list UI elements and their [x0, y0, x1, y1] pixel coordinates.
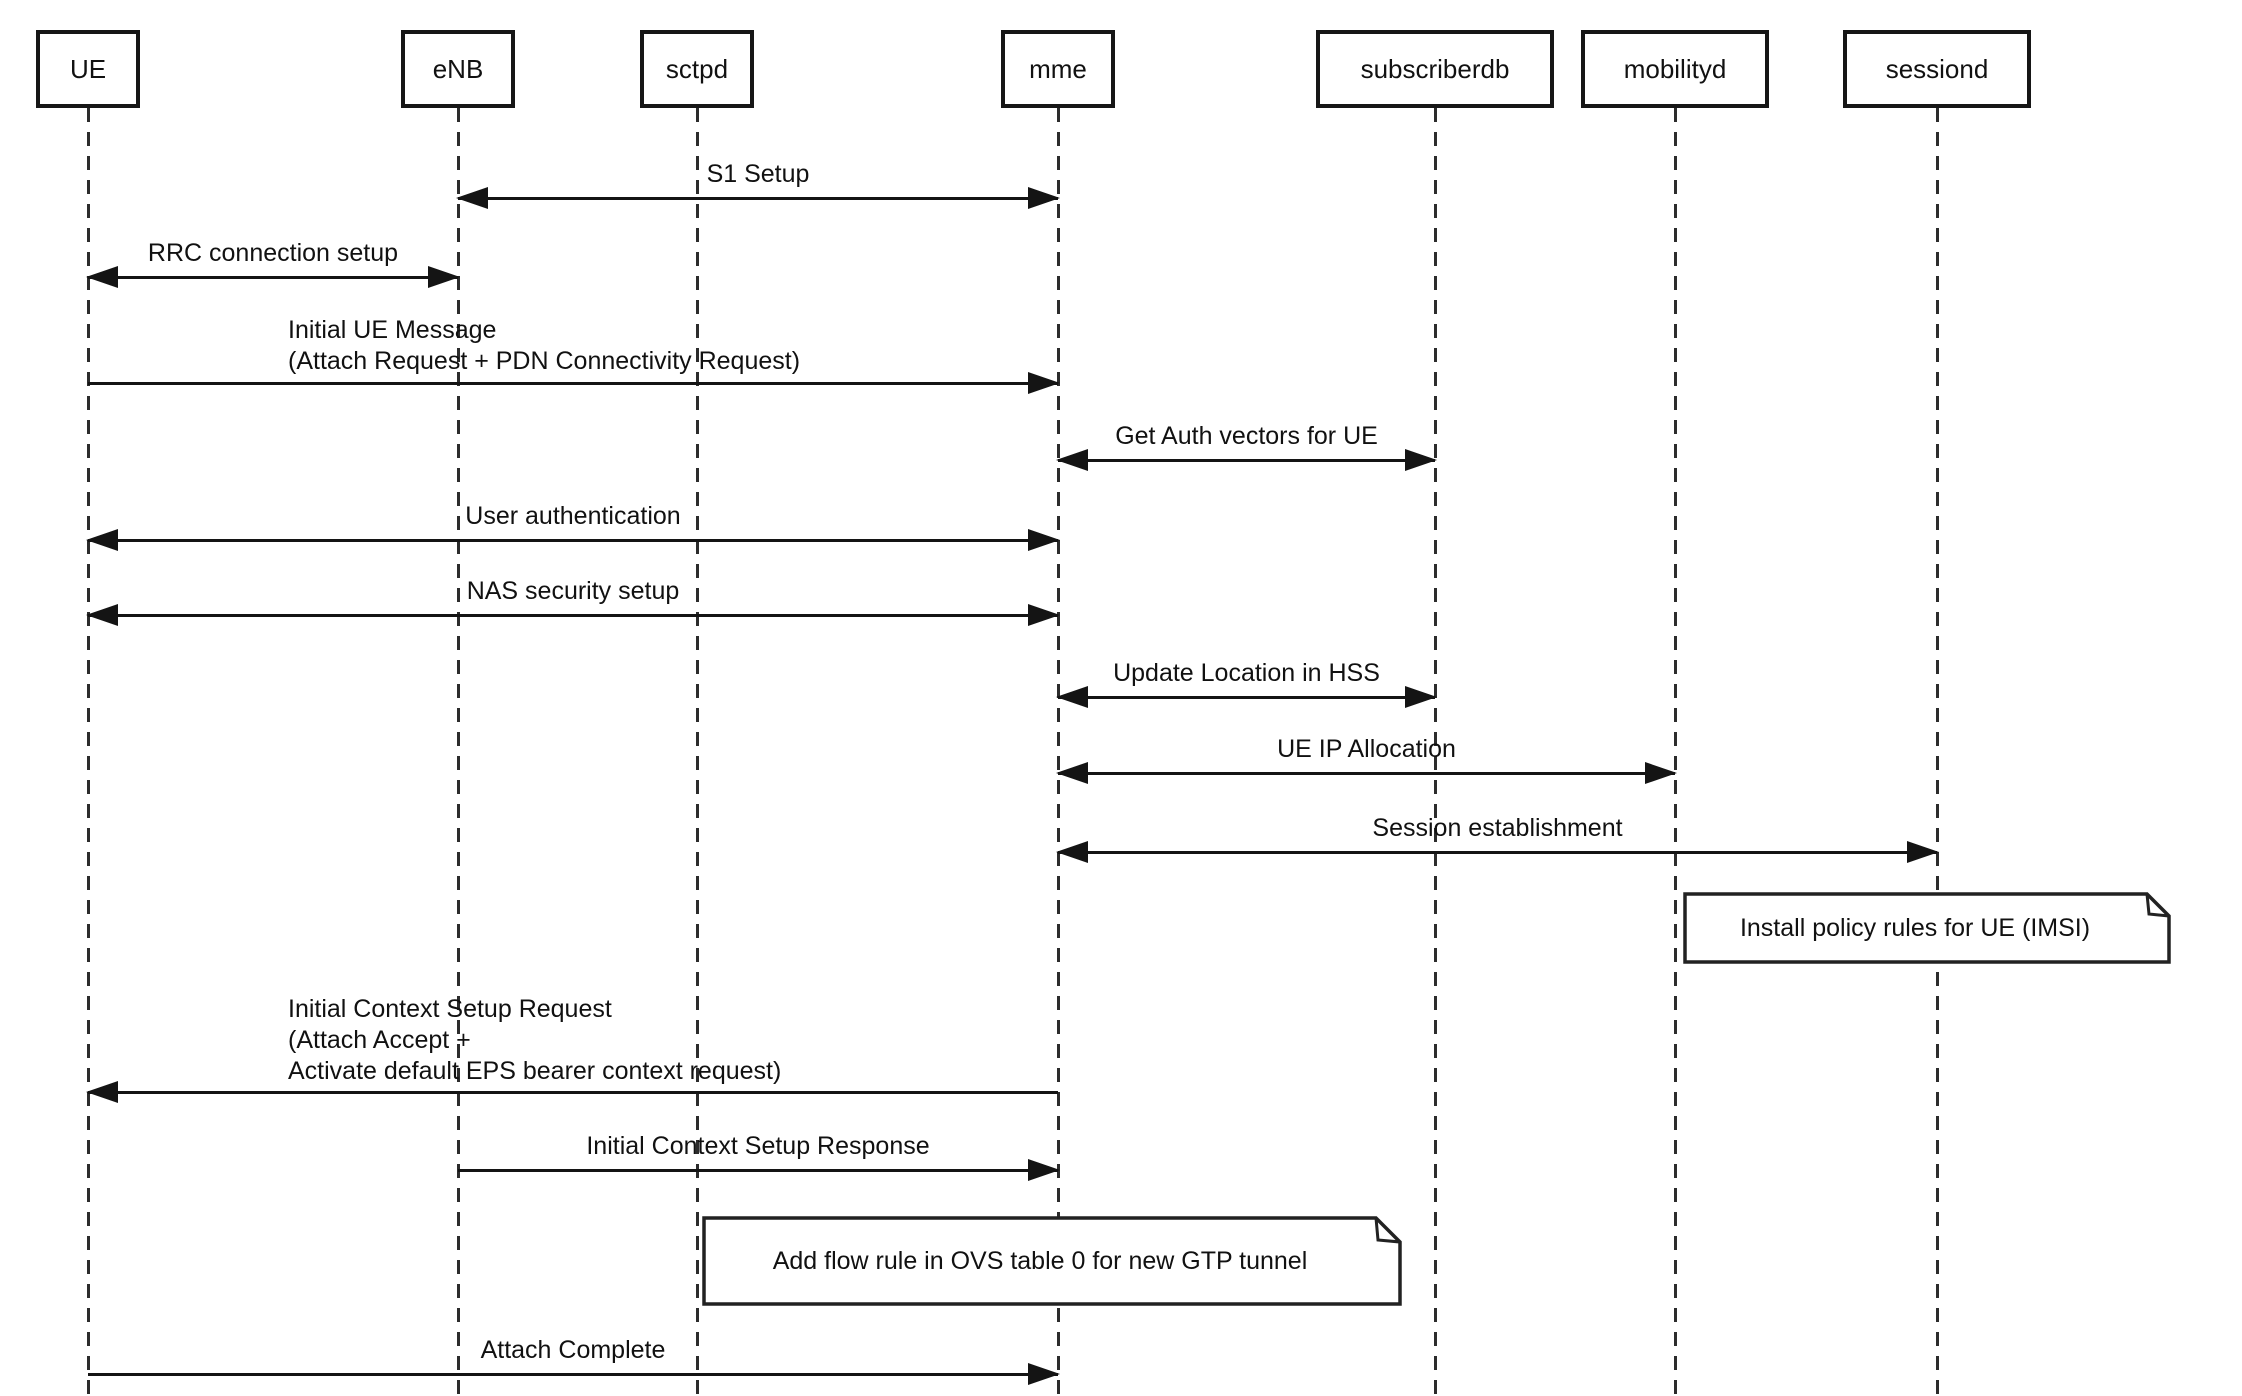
message-s1-setup-label: S1 Setup: [706, 160, 810, 188]
message-ics-request-label: Initial Context Setup Request (Attach Ac…: [288, 995, 782, 1085]
message-user-auth-label: User authentication: [465, 502, 681, 530]
lifeline-enb: [457, 108, 460, 1396]
arrowhead-right-icon: [1028, 372, 1060, 394]
participant-box-enb: eNB: [401, 30, 515, 108]
lifeline-subscriberdb: [1434, 108, 1437, 1396]
lifeline-mme: [1057, 108, 1060, 1396]
participant-label-enb: eNB: [432, 53, 484, 84]
note-shape: [702, 1216, 1402, 1306]
arrowhead-right-icon: [1028, 529, 1060, 551]
arrowhead-left-icon: [1056, 762, 1088, 784]
message-ue-ip-label: UE IP Allocation: [1277, 735, 1456, 763]
participant-box-mme: mme: [1001, 30, 1115, 108]
arrowhead-left-icon: [86, 529, 118, 551]
note-install-policy-rules-text: Install policy rules for UE (IMSI): [1739, 913, 2091, 942]
participant-label-sessiond: sessiond: [1885, 53, 1989, 84]
participant-label-mme: mme: [1029, 53, 1087, 84]
message-user-auth-line: [86, 529, 1060, 551]
message-session-est-line: [1056, 841, 1939, 863]
arrowhead-right-icon: [1028, 1159, 1060, 1181]
participant-box-subscriberdb: subscriberdb: [1316, 30, 1554, 108]
arrowhead-left-icon: [1056, 449, 1088, 471]
arrowhead-right-icon: [1405, 686, 1437, 708]
participant-box-sessiond: sessiond: [1843, 30, 2031, 108]
participant-box-mobilityd: mobilityd: [1581, 30, 1769, 108]
note-add-flow-rule-text: Add flow rule in OVS table 0 for new GTP…: [772, 1246, 1308, 1275]
message-attach-complete-line: [88, 1363, 1060, 1385]
message-initial-ue-label: Initial UE Message (Attach Request + PDN…: [288, 316, 801, 375]
participant-box-sctpd: sctpd: [640, 30, 754, 108]
message-s1-setup-line: [456, 187, 1060, 209]
participant-label-sctpd: sctpd: [665, 53, 729, 84]
arrowhead-right-icon: [1907, 841, 1939, 863]
participant-label-subscriberdb: subscriberdb: [1360, 53, 1510, 84]
message-ue-ip-line: [1056, 762, 1677, 784]
message-rrc-setup-label: RRC connection setup: [147, 239, 399, 267]
lifeline-mobilityd: [1674, 108, 1677, 1396]
message-attach-complete-label: Attach Complete: [480, 1336, 666, 1364]
message-ics-response-label: Initial Context Setup Response: [586, 1132, 930, 1160]
note-install-policy-rules: Install policy rules for UE (IMSI): [1683, 892, 2171, 964]
arrowhead-right-icon: [1028, 187, 1060, 209]
note-add-flow-rule: Add flow rule in OVS table 0 for new GTP…: [702, 1216, 1402, 1306]
participant-label-ue: UE: [69, 53, 107, 84]
participant-label-mobilityd: mobilityd: [1623, 53, 1727, 84]
arrowhead-right-icon: [1645, 762, 1677, 784]
lifeline-ue: [87, 108, 90, 1396]
arrowhead-right-icon: [428, 266, 460, 288]
lifeline-sctpd: [696, 108, 699, 1396]
arrowhead-left-icon: [86, 604, 118, 626]
arrowhead-left-icon: [86, 1081, 118, 1103]
message-nas-security-label: NAS security setup: [466, 577, 680, 605]
arrowhead-left-icon: [1056, 686, 1088, 708]
note-shape: [1683, 892, 2171, 964]
arrowhead-right-icon: [1028, 1363, 1060, 1385]
arrowhead-left-icon: [1056, 841, 1088, 863]
arrowhead-left-icon: [86, 266, 118, 288]
message-get-auth-line: [1056, 449, 1437, 471]
message-ics-request-line: [86, 1081, 1058, 1103]
message-ics-response-line: [458, 1159, 1060, 1181]
arrowhead-right-icon: [1405, 449, 1437, 471]
message-session-est-label: Session establishment: [1372, 814, 1623, 842]
message-get-auth-label: Get Auth vectors for UE: [1115, 422, 1378, 450]
participant-box-ue: UE: [36, 30, 140, 108]
arrowhead-right-icon: [1028, 604, 1060, 626]
message-update-location-label: Update Location in HSS: [1113, 659, 1380, 687]
arrowhead-left-icon: [456, 187, 488, 209]
lifeline-sessiond: [1936, 108, 1939, 1396]
message-nas-security-line: [86, 604, 1060, 626]
message-initial-ue-line: [88, 372, 1060, 394]
message-rrc-setup-line: [86, 266, 460, 288]
message-update-location-line: [1056, 686, 1437, 708]
